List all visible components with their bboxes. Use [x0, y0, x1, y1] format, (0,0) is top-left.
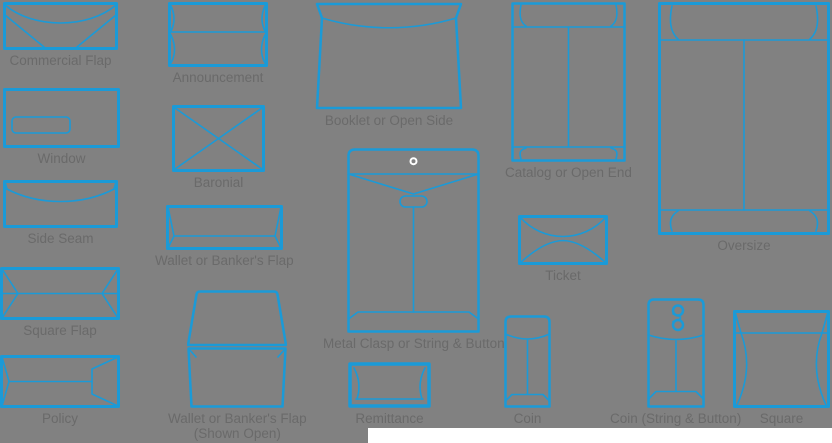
envelope-wallet-bankers-flap: Wallet or Banker's Flap [155, 205, 294, 268]
square-flap-envelope-icon [0, 267, 120, 320]
commercial-flap-envelope-icon [3, 2, 118, 50]
envelope-label: Metal Clasp or String & Button [323, 336, 505, 351]
side-seam-envelope-icon [3, 180, 118, 228]
envelope-commercial-flap: Commercial Flap [3, 2, 118, 68]
envelope-label: Ticket [545, 268, 581, 283]
envelope-label: Commercial Flap [9, 53, 112, 68]
envelope-label: Square [759, 411, 804, 426]
coin-string-button-envelope-icon [646, 298, 705, 408]
envelope-body [187, 347, 288, 408]
envelope-baronial: Baronial [172, 105, 265, 190]
envelope-policy: Policy [0, 355, 120, 426]
envelope-square: Square [733, 310, 830, 426]
envelope-coin-string-button: Coin (String & Button) [610, 298, 741, 426]
envelope-wallet-bankers-flap-open: Wallet or Banker's Flap (Shown Open) [168, 290, 307, 441]
envelope-label: Coin [513, 411, 542, 426]
envelope-catalog-open-end: Catalog or Open End [505, 2, 632, 180]
envelope-announcement: Announcement [168, 2, 268, 85]
baronial-envelope-icon [172, 105, 265, 172]
envelope-label: Wallet or Banker's Flap [168, 411, 307, 426]
policy-envelope-icon [0, 355, 120, 408]
wallet-bankers-flap-open-envelope-icon [187, 290, 288, 408]
catalog-open-end-envelope-icon [511, 2, 626, 162]
envelope-booklet-open-side: Booklet or Open Side [315, 2, 463, 128]
white-background-strip [368, 428, 832, 443]
envelope-side-seam: Side Seam [3, 180, 118, 246]
envelope-ticket: Ticket [518, 215, 608, 283]
remittance-envelope-icon [348, 362, 431, 408]
envelope-label: Square Flap [23, 323, 97, 338]
window-envelope-icon [3, 88, 120, 148]
envelope-label: Catalog or Open End [505, 165, 632, 180]
envelope-label: Baronial [193, 175, 244, 190]
envelope-label: Announcement [172, 70, 264, 85]
metal-clasp-icon [407, 155, 420, 168]
envelope-label: Remittance [355, 411, 424, 426]
envelope-label: Side Seam [27, 231, 94, 246]
envelope-label: Wallet or Banker's Flap [155, 253, 294, 268]
oversize-envelope-icon [658, 2, 830, 235]
envelope-window: Window [3, 88, 120, 166]
envelope-remittance: Remittance [348, 362, 431, 426]
envelope-label: Oversize [717, 238, 771, 253]
ticket-envelope-icon [518, 215, 608, 265]
square-envelope-icon [733, 310, 830, 408]
envelope-sublabel: (Shown Open) [193, 426, 281, 441]
envelope-metal-clasp-string-button: Metal Clasp or String & Button [323, 148, 505, 351]
metal-clasp-envelope-icon [347, 148, 481, 333]
address-window [11, 116, 71, 134]
envelope-label: Booklet or Open Side [324, 113, 454, 128]
coin-envelope-icon [504, 315, 551, 408]
envelope-oversize: Oversize [658, 2, 830, 253]
envelope-label: Policy [41, 411, 78, 426]
envelope-label: Coin (String & Button) [610, 411, 742, 426]
envelope-label: Window [37, 151, 86, 166]
envelope-square-flap: Square Flap [0, 267, 120, 338]
booklet-open-side-envelope-icon [315, 2, 463, 110]
announcement-envelope-icon [168, 2, 268, 67]
wallet-bankers-flap-envelope-icon [165, 205, 283, 250]
envelope-coin: Coin [504, 315, 551, 426]
open-flap [187, 290, 288, 347]
clasp-hole [399, 195, 429, 208]
